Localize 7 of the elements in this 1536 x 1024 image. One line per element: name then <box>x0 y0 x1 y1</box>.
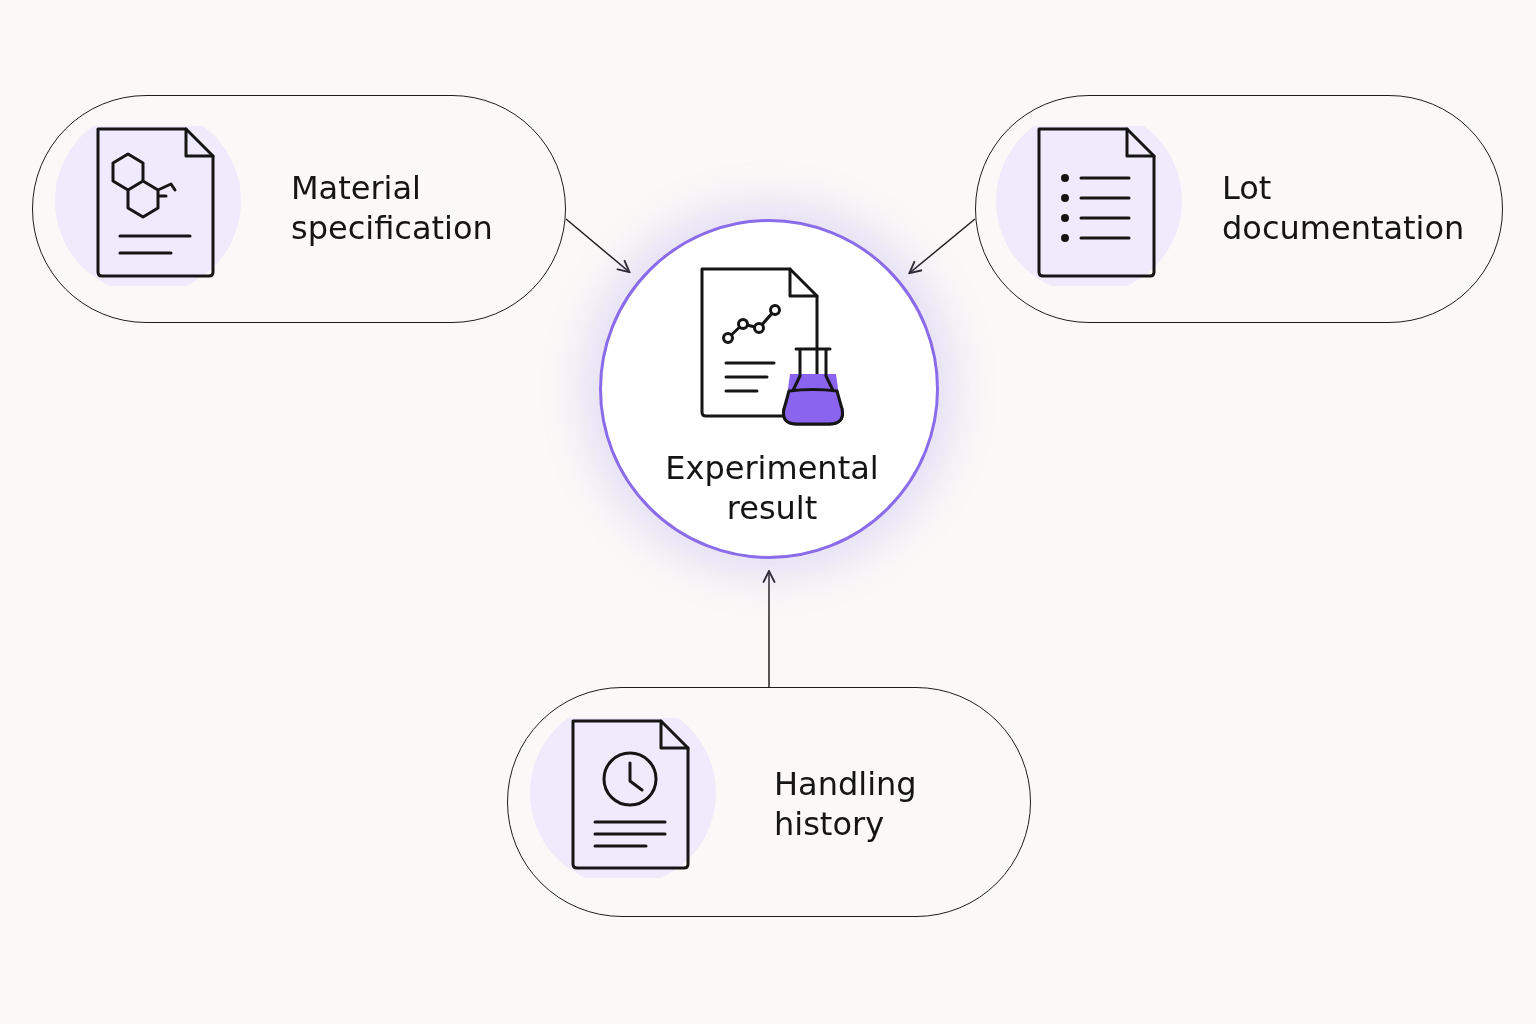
arrow <box>908 218 976 275</box>
arrow <box>762 570 776 688</box>
arrow <box>565 218 631 274</box>
result-label: Experimental result <box>664 448 880 528</box>
source-label: Handling history <box>774 764 918 844</box>
source-label: Lot documentation <box>1222 168 1466 248</box>
source-label: Material specification <box>291 168 494 248</box>
